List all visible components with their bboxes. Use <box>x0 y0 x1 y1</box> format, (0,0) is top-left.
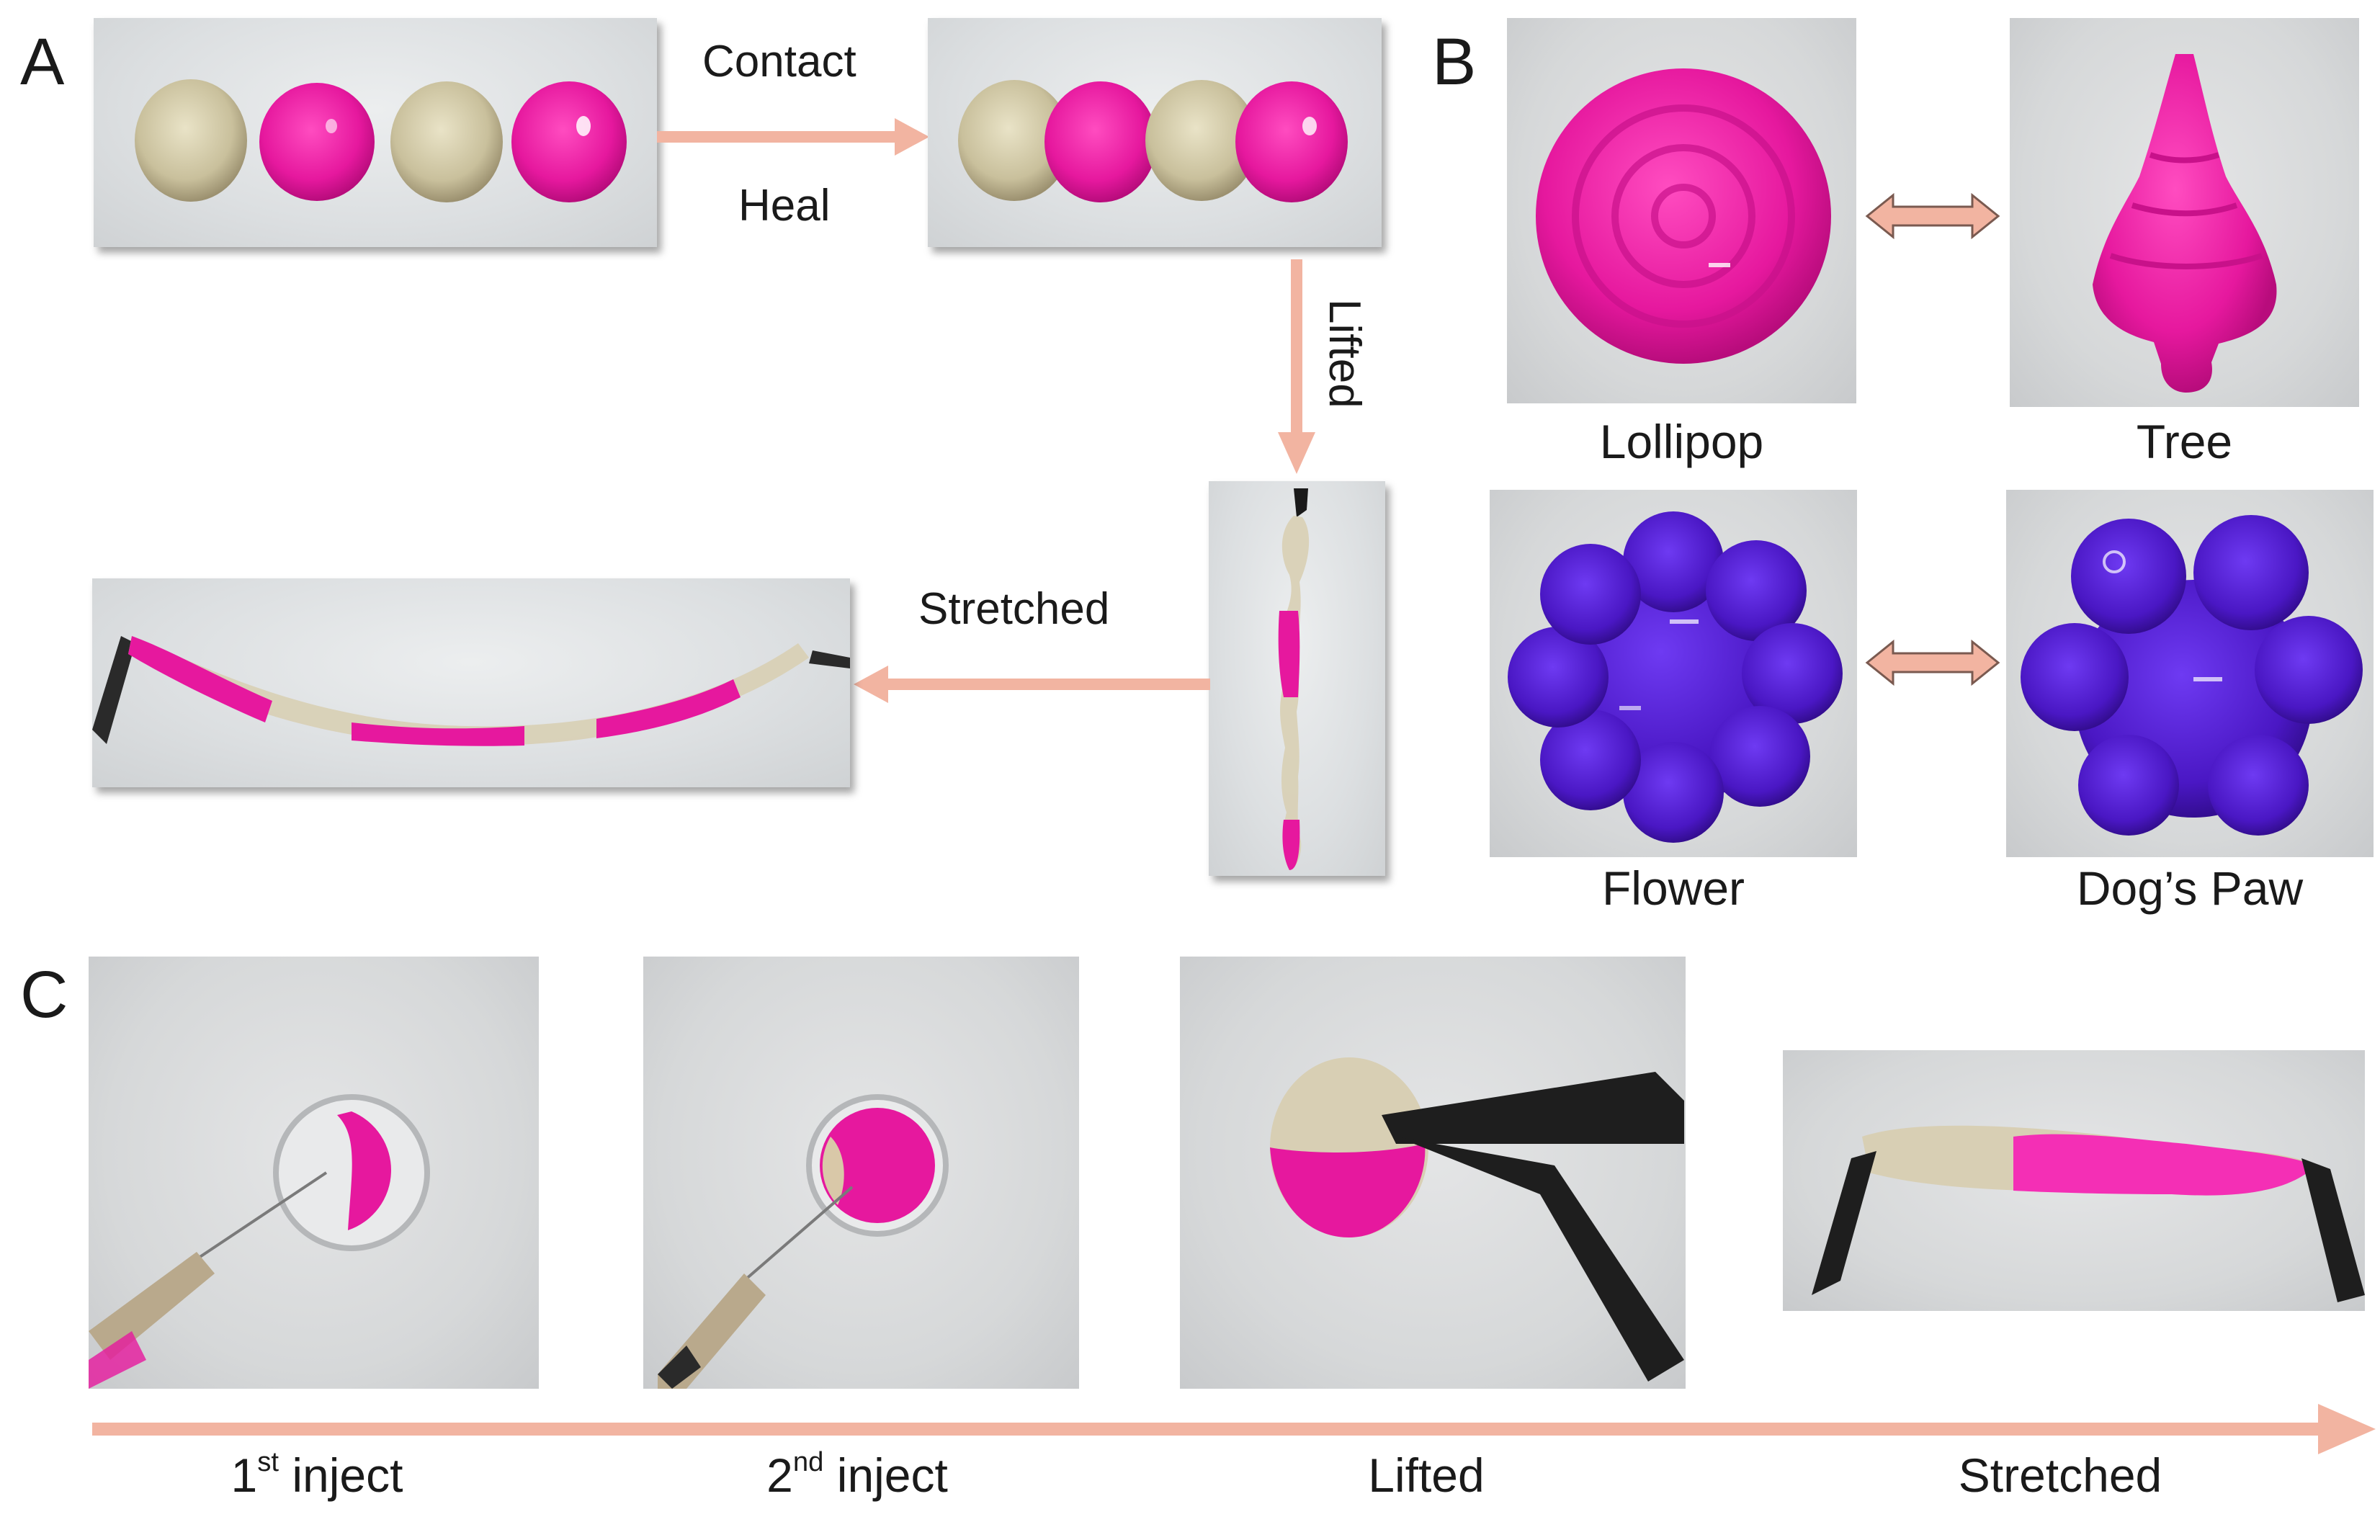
shape-label-lollipop: Lollipop <box>1599 415 1764 468</box>
stretched-strand-photo <box>92 578 850 787</box>
stretched-arrow <box>854 666 1210 703</box>
tree-photo <box>2010 18 2359 407</box>
panel-label-b: B <box>1432 25 1477 99</box>
dogs-paw-photo <box>2006 490 2374 857</box>
step-label-stretched: Stretched <box>1958 1449 2162 1502</box>
step-label-second-inject: 2nd inject <box>766 1446 948 1502</box>
stretched-photo <box>1783 1050 2365 1311</box>
double-arrow-top <box>1865 192 2000 240</box>
step-label-lifted: Lifted <box>1368 1449 1485 1502</box>
contact-heal-arrow <box>657 118 929 156</box>
droplets-healed-photo <box>928 18 1382 247</box>
stretched-label-a: Stretched <box>918 584 1110 634</box>
contact-label: Contact <box>702 37 856 86</box>
lifted-arrow <box>1278 259 1315 474</box>
shape-label-dogs-paw: Dog’s Paw <box>2076 861 2304 915</box>
lollipop-photo <box>1507 18 1856 403</box>
lifted-photo <box>1180 957 1686 1389</box>
lifted-strand-photo <box>1209 481 1385 876</box>
second-inject-photo <box>643 957 1079 1389</box>
shape-label-tree: Tree <box>2136 415 2233 468</box>
shape-label-flower: Flower <box>1601 861 1745 915</box>
first-inject-photo <box>89 957 539 1389</box>
panel-label-a: A <box>20 25 65 99</box>
lifted-label: Lifted <box>1320 299 1369 408</box>
double-arrow-bottom <box>1865 639 2000 686</box>
timeline-arrow <box>92 1404 2376 1454</box>
droplets-separate-photo <box>94 18 657 247</box>
panel-label-c: C <box>20 958 68 1031</box>
flower-photo <box>1490 490 1857 857</box>
step-label-first-inject: 1st inject <box>231 1446 403 1502</box>
heal-label: Heal <box>738 181 831 230</box>
